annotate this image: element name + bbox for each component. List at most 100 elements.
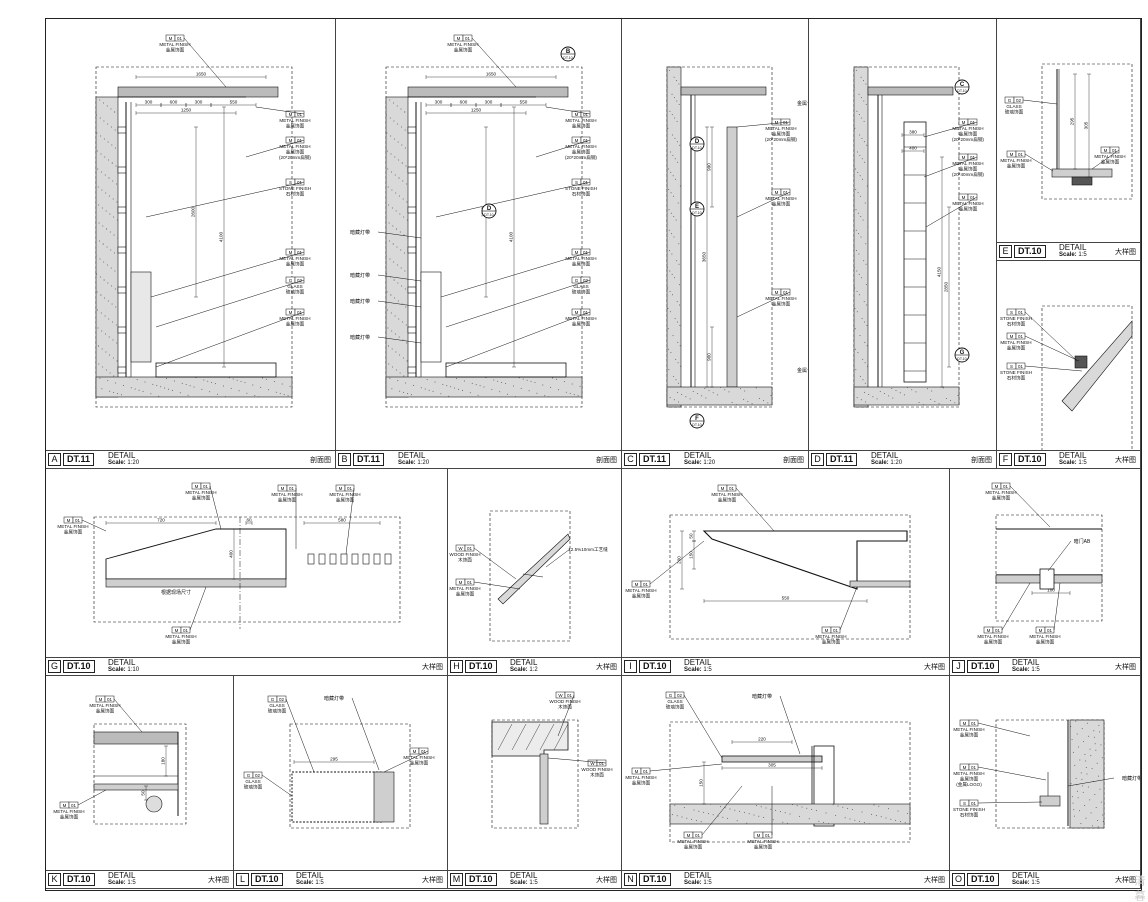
tag-code: M	[987, 628, 991, 633]
tag-text: STONE FINISH	[1000, 370, 1032, 375]
tag-code: G	[247, 773, 251, 778]
tag-text: METAL FINISH	[1029, 634, 1060, 639]
fin-profile	[351, 553, 359, 565]
tag-text: STONE FINISH	[565, 186, 597, 191]
tag-text: 金属饰面	[410, 760, 429, 767]
cut-letter: B	[566, 49, 571, 55]
sheet-reference: DT.10	[465, 873, 497, 886]
floor-hatch	[669, 803, 911, 825]
tag-text: METAL FINISH	[447, 42, 478, 47]
dimension-value: 550	[782, 596, 790, 601]
tag-text: 金属饰面	[1036, 639, 1055, 646]
dimension-value: 600	[170, 100, 178, 105]
leader-line	[977, 801, 1043, 804]
ceiling-canopy	[407, 86, 569, 98]
leader-line	[977, 766, 1047, 781]
tag-num: 01	[833, 628, 839, 633]
leader-line	[1022, 99, 1058, 105]
tag-text: METAL FINISH	[953, 771, 984, 776]
tag-text: 金属饰面	[822, 639, 841, 646]
fin-profile	[340, 553, 348, 565]
leader-line	[701, 785, 743, 836]
leader-line	[736, 121, 791, 128]
tag-text: 石材饰面	[960, 812, 979, 819]
glass-fin	[726, 126, 738, 388]
tag-code: M	[963, 721, 967, 726]
leader-line	[1024, 335, 1080, 362]
wood-grain	[539, 723, 555, 751]
column-box	[813, 745, 835, 827]
leader-line	[183, 37, 227, 88]
tag-text: 金属饰面	[286, 123, 305, 130]
tag-code: M	[721, 486, 725, 491]
tag-num: 01	[583, 138, 589, 143]
dimension-value: 180	[161, 757, 166, 765]
tag-text: 金属饰面	[984, 639, 1003, 646]
tag-code: M	[195, 484, 199, 489]
dimension-value: 1250	[471, 108, 482, 113]
tag-text: 石材饰面	[1007, 321, 1026, 328]
detail-scale: Scale: 1:5	[296, 880, 324, 886]
detail-letter: K	[48, 873, 61, 886]
leader-line	[1091, 149, 1120, 170]
wood-grain	[553, 723, 569, 751]
tag-code: M	[635, 582, 639, 587]
base-block	[1071, 176, 1093, 186]
note-site-dimension: 根据现场尺寸	[161, 589, 191, 596]
tag-text: METAL FINISH	[953, 727, 984, 732]
leader-line	[255, 106, 305, 115]
tag-code: G	[271, 697, 275, 702]
detail-title: DETAIL	[108, 451, 136, 460]
tag-text: WOOD FINISH	[449, 552, 480, 557]
dimension-value: 300	[145, 100, 153, 105]
tag-code: M	[687, 833, 691, 838]
tag-text: METAL FINISH	[279, 256, 310, 261]
cut-sheet-ref: DT.10	[692, 211, 701, 215]
wall-bracket	[117, 206, 127, 214]
tag-text: 玻璃饰面	[666, 704, 685, 711]
dimension-value: 295	[1070, 117, 1075, 125]
stone-panel	[130, 271, 152, 363]
detail-drawing-b: 1650300600300550125018004100M01METAL FIN…	[350, 34, 597, 408]
drawing-type: 大样图	[422, 876, 443, 884]
tag-text: 金属饰面	[172, 639, 191, 646]
wall-bracket	[117, 166, 127, 174]
dimension-value: 300	[195, 100, 203, 105]
dimension-value: 400	[229, 550, 234, 558]
leader-line	[1024, 365, 1083, 372]
tag-code: M	[635, 769, 639, 774]
drawing-type: 大样图	[422, 663, 443, 671]
tag-text: 金属饰面	[718, 497, 737, 504]
tag-text: METAL FINISH	[625, 775, 656, 780]
leader-line	[1053, 582, 1061, 631]
tag-num: 01	[970, 120, 976, 125]
detail-letter: N	[624, 873, 637, 886]
tag-num: 01	[1047, 628, 1053, 633]
tag-text: METAL FINISH	[625, 588, 656, 593]
detail-boundary	[669, 721, 911, 843]
leader-line	[245, 139, 305, 158]
dimension-value: 305	[1084, 121, 1089, 129]
tag-code: M	[1010, 152, 1014, 157]
tag-text: 金属饰面	[959, 206, 978, 213]
tag-text: METAL FINISH	[1000, 340, 1031, 345]
section-cut-marker: FDT.10	[689, 413, 705, 429]
tag-text: 金属饰面	[60, 814, 79, 821]
tag-text: METAL FINISH	[53, 809, 84, 814]
tag-code: M	[99, 697, 103, 702]
cut-sheet-ref: DT.10	[957, 89, 966, 93]
tag-text: 金属饰面	[992, 495, 1011, 502]
wall-hatch	[666, 66, 682, 408]
tag-text: 金属饰面	[960, 776, 979, 783]
tag-text: 石材饰面	[1007, 375, 1026, 382]
tag-text: 金属饰面	[454, 47, 473, 54]
